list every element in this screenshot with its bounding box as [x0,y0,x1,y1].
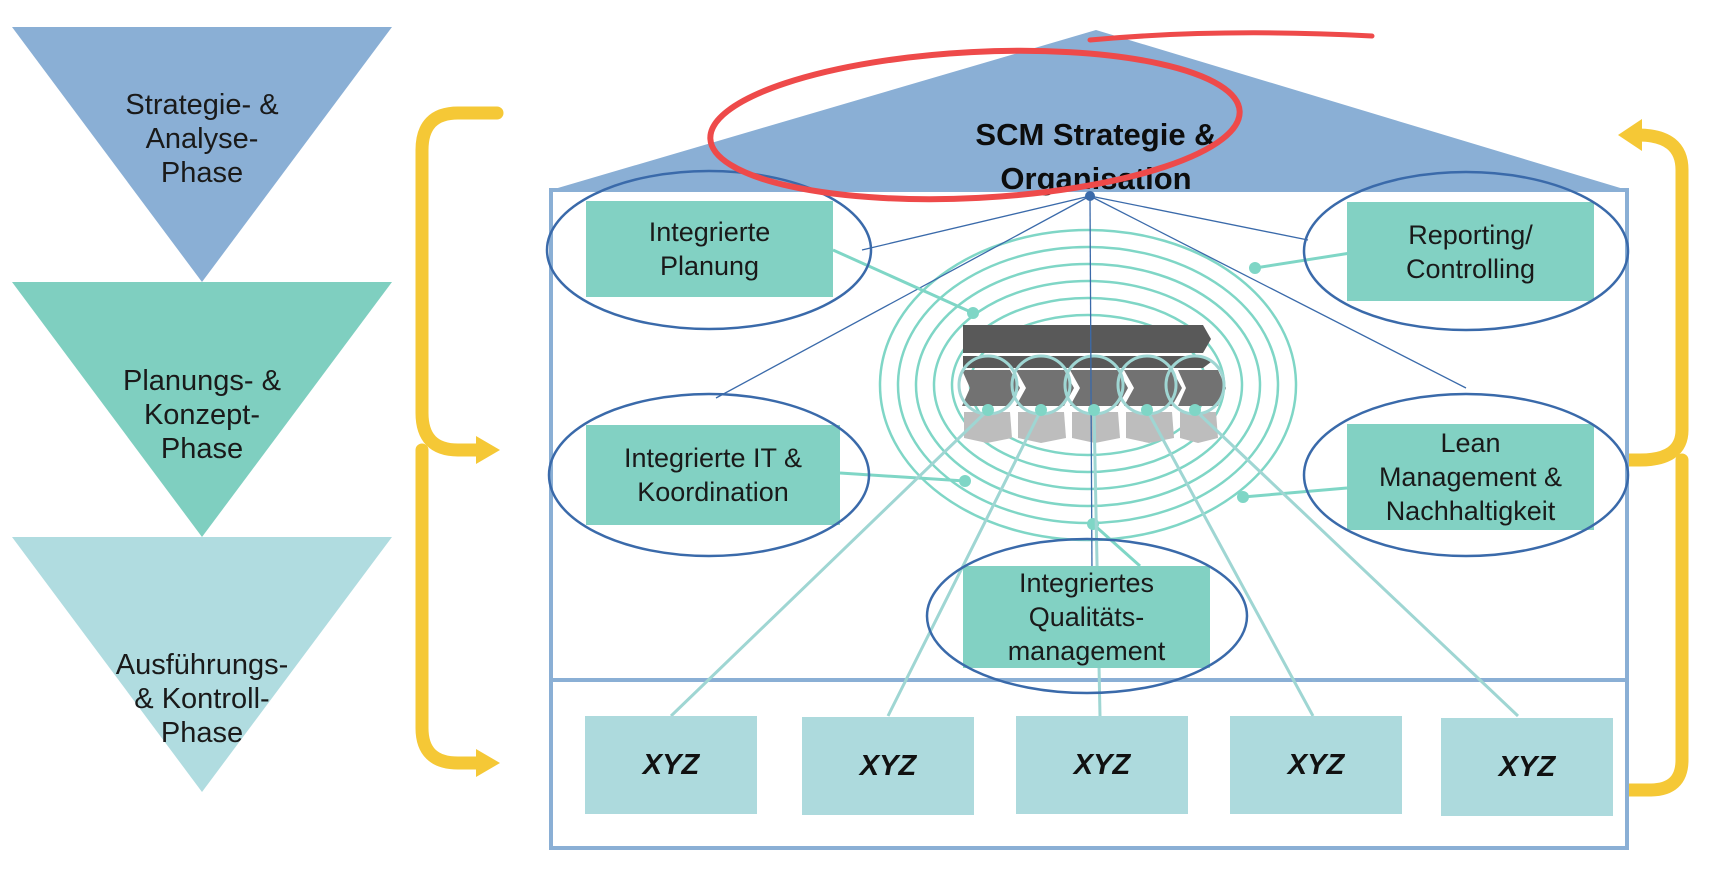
arrowhead-right-top [1618,119,1642,151]
phase-triangle-planning [12,282,392,537]
foundation-box-1: XYZ [585,716,757,814]
arrowhead-left-mid [476,436,500,464]
module-integrierte-planung: Integrierte Planung [586,201,833,297]
module-qualitaetsmanagement: Integriertes Qualitäts- management [963,566,1210,668]
arrowhead-left-bottom [476,749,500,777]
phase-label-planning: Planungs- & Konzept- Phase [123,365,281,465]
module-integrierte-it: Integrierte IT & Koordination [586,425,840,525]
module-lean-management: Lean Management & Nachhaltigkeit [1347,424,1594,530]
foundation-box-4: XYZ [1230,716,1402,814]
central-stack [957,325,1226,443]
phase-triangle-execution [12,537,392,792]
foundation-box-3: XYZ [1016,716,1188,814]
phase-label-strategy: Strategie- & Analyse- Phase [125,89,279,189]
roof-title: SCM Strategie & Organisation [975,117,1217,196]
feedback-arrow-left [415,106,504,770]
phase-label-execution: Ausführungs- & Kontroll- Phase [115,649,289,749]
phase-triangle-strategy [12,27,392,282]
feedback-arrow-right [1618,128,1689,797]
module-reporting-controlling: Reporting/ Controlling [1347,202,1594,301]
ring-connector-dots [959,262,1261,530]
roof-links [715,195,1467,577]
foundation-box-2: XYZ [802,717,974,815]
stack-dots [982,404,1201,416]
foundation-box-5: XYZ [1441,718,1613,816]
